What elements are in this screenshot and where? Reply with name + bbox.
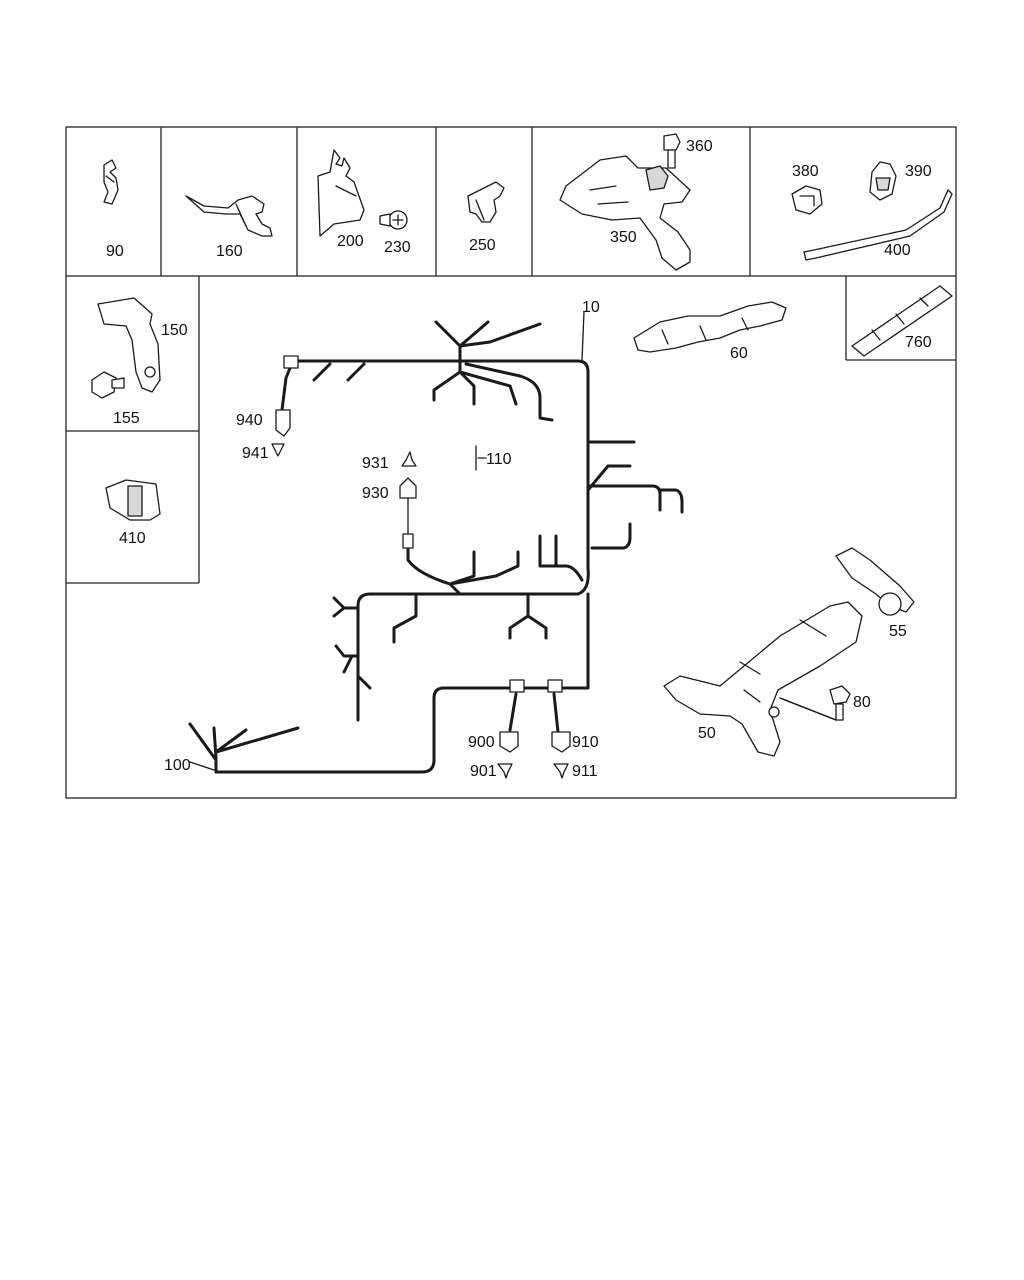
callout-155: 155	[113, 410, 140, 427]
screw-part-230	[379, 210, 408, 230]
connector-910	[547, 679, 571, 753]
callout-400: 400	[884, 242, 911, 259]
callout-230: 230	[384, 239, 411, 256]
harness-part-10	[188, 320, 684, 774]
clip-part-380	[791, 185, 823, 215]
callout-90: 90	[106, 243, 124, 260]
callout-760: 760	[905, 334, 932, 351]
callout-900: 900	[468, 734, 495, 751]
bolt-part-360	[663, 133, 681, 169]
connector-930	[399, 477, 417, 549]
callout-100: 100	[164, 757, 191, 774]
carrier-part-50	[663, 601, 863, 757]
callout-390: 390	[905, 163, 932, 180]
callout-50: 50	[698, 725, 716, 742]
callout-901: 901	[470, 763, 497, 780]
bracket-part-200	[317, 149, 365, 237]
diagram-frame	[65, 126, 957, 799]
marker-110	[475, 445, 487, 471]
callout-labels: 90 160 200 230 250 350 360 380 390 400 1…	[106, 138, 932, 780]
clip-part-390	[869, 161, 897, 201]
callout-350: 350	[610, 229, 637, 246]
callout-160: 160	[216, 243, 243, 260]
callout-55: 55	[889, 623, 907, 640]
callout-931: 931	[362, 455, 389, 472]
callout-930: 930	[362, 485, 389, 502]
callout-80: 80	[853, 694, 871, 711]
carrier-part-60	[633, 301, 787, 353]
connector-940	[275, 355, 299, 437]
callout-200: 200	[337, 233, 364, 250]
callout-380: 380	[792, 163, 819, 180]
bracket-part-250	[467, 181, 505, 223]
callout-360: 360	[686, 138, 713, 155]
clip-part-90	[103, 159, 119, 205]
seal-901	[497, 763, 513, 779]
callout-250: 250	[469, 237, 496, 254]
callout-150: 150	[161, 322, 188, 339]
callout-110: 110	[486, 451, 512, 468]
callout-941: 941	[242, 445, 269, 462]
bracket-part-160	[185, 195, 273, 237]
callout-940: 940	[236, 412, 263, 429]
callout-10: 10	[582, 299, 600, 316]
connector-900	[499, 679, 525, 753]
callout-910: 910	[572, 734, 599, 751]
cable-tie-part-400	[803, 189, 953, 261]
bolt-part-80	[829, 685, 851, 721]
cover-part-350	[559, 155, 691, 271]
leader-lines	[189, 311, 837, 771]
grommet-part-410	[105, 479, 161, 521]
seal-931	[401, 451, 417, 467]
callout-410: 410	[119, 530, 146, 547]
seal-941	[271, 443, 285, 457]
callout-60: 60	[730, 345, 748, 362]
callout-911: 911	[572, 763, 598, 780]
bracket-part-150	[97, 297, 161, 393]
seal-911	[553, 763, 569, 779]
carrier-part-55	[835, 547, 915, 616]
rail-part-760	[851, 285, 953, 357]
bolt-part-155	[91, 371, 125, 399]
